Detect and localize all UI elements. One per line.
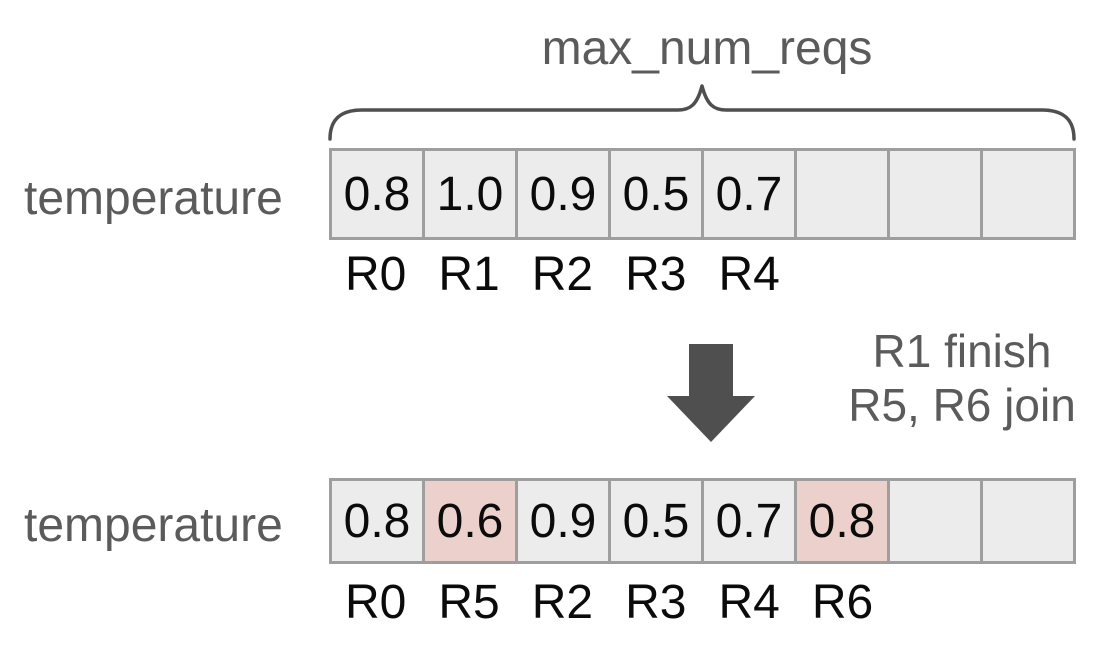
array-cell (887, 481, 980, 561)
request-label (889, 250, 982, 300)
request-label: R2 (531, 576, 594, 629)
request-label: R3 (625, 576, 687, 629)
request-labels-before: R0 R1 R2 R3 R4 (329, 248, 1076, 301)
request-label: R1 (438, 248, 500, 301)
array-cell: 0.7 (701, 151, 794, 237)
request-label: R4 (718, 576, 780, 629)
array-cell-highlighted: 0.6 (422, 481, 515, 561)
array-cell: 0.9 (515, 481, 608, 561)
array-cell-highlighted: 0.8 (794, 481, 887, 561)
temperature-row-label-after: temperature (24, 499, 283, 552)
transition-caption-line2: R5, R6 join (848, 379, 1076, 431)
request-label (889, 578, 982, 628)
temperature-row-label-before: temperature (24, 172, 283, 225)
array-cell (980, 151, 1073, 237)
array-cell (980, 481, 1073, 561)
request-label: R4 (718, 248, 780, 301)
array-cell: 0.8 (332, 481, 422, 561)
array-cell: 0.8 (332, 151, 422, 237)
array-cell (887, 151, 980, 237)
request-label: R5 (438, 576, 500, 629)
request-label (796, 250, 889, 300)
transition-caption-line1: R1 finish (872, 325, 1052, 377)
array-cell: 0.5 (608, 481, 701, 561)
request-label (983, 578, 1076, 628)
request-label: R2 (531, 248, 594, 301)
transition-caption: R1 finish R5, R6 join (838, 324, 1086, 432)
request-label (983, 250, 1076, 300)
brace-icon (328, 84, 1076, 141)
array-cell: 0.7 (701, 481, 794, 561)
max-num-reqs-label: max_num_reqs (541, 22, 873, 75)
request-label: R0 (345, 248, 407, 301)
request-label: R3 (625, 248, 687, 301)
request-label: R6 (811, 576, 874, 629)
array-cell (794, 151, 887, 237)
arrow-down-icon (667, 344, 755, 442)
array-cell: 1.0 (422, 151, 515, 237)
request-label: R0 (345, 576, 407, 629)
array-cell: 0.9 (515, 151, 608, 237)
request-labels-after: R0 R5 R2 R3 R4 R6 (329, 576, 1076, 629)
array-cell: 0.5 (608, 151, 701, 237)
